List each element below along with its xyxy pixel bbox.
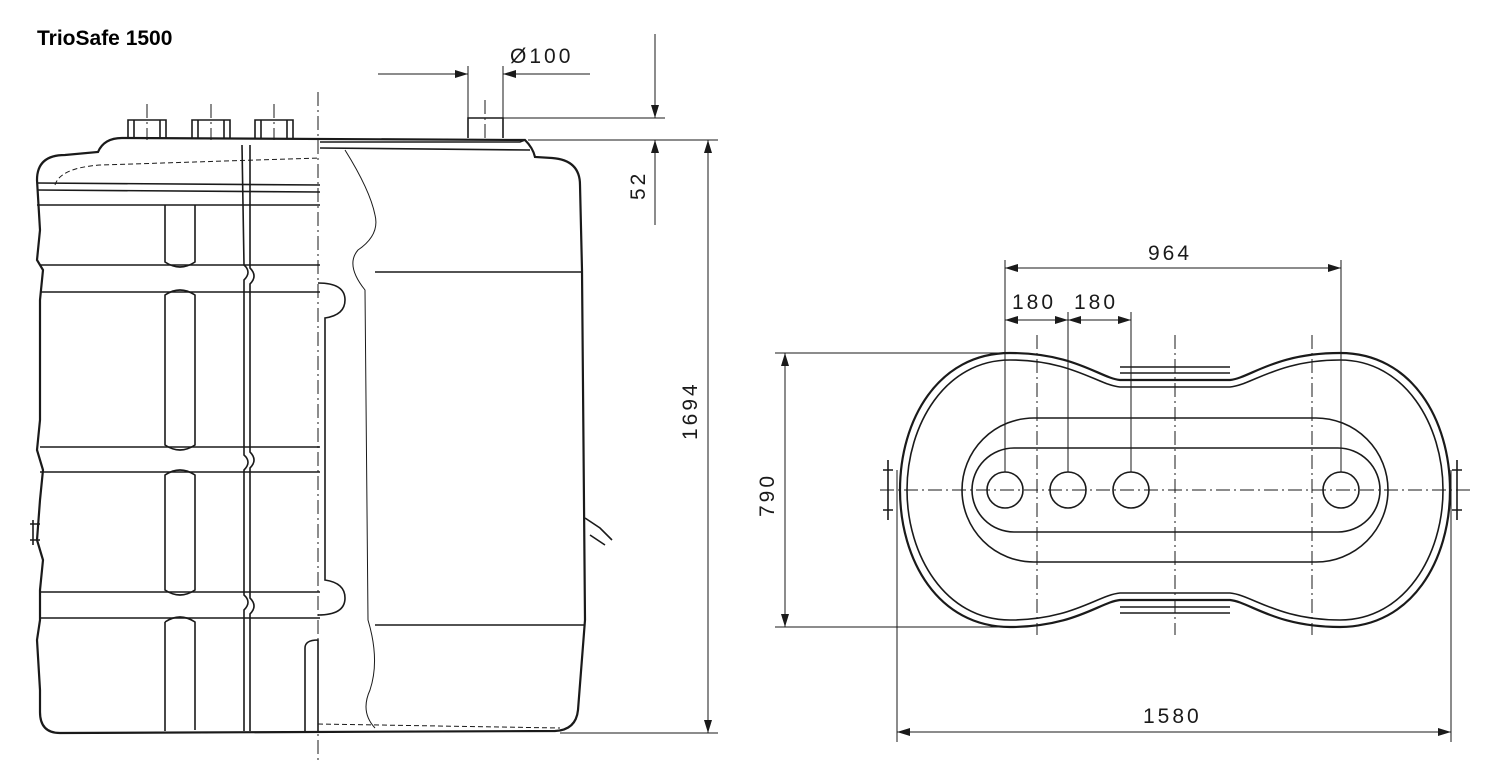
drawing-title: TrioSafe 1500	[37, 27, 172, 50]
label-socket-diameter: Ø100	[510, 45, 573, 68]
label-length: 1580	[1143, 705, 1202, 728]
top-fittings	[127, 100, 531, 151]
dim-spacing-overall: 964	[1004, 242, 1342, 472]
dim-socket-diameter: Ø100	[378, 45, 590, 118]
dim-spacing-sockets: 180 180	[1005, 291, 1132, 472]
top-view	[880, 335, 1470, 635]
label-width: 790	[756, 473, 779, 517]
label-spacing-2: 180	[1074, 291, 1118, 314]
label-socket-height: 52	[627, 171, 650, 200]
dim-length: 1580	[896, 470, 1452, 742]
label-spacing-overall: 964	[1148, 242, 1192, 265]
side-view	[30, 92, 613, 760]
dim-total-height: 1694	[528, 139, 718, 734]
label-spacing-1: 180	[1012, 291, 1056, 314]
label-total-height: 1694	[679, 381, 702, 440]
dim-width: 790	[756, 352, 1010, 628]
